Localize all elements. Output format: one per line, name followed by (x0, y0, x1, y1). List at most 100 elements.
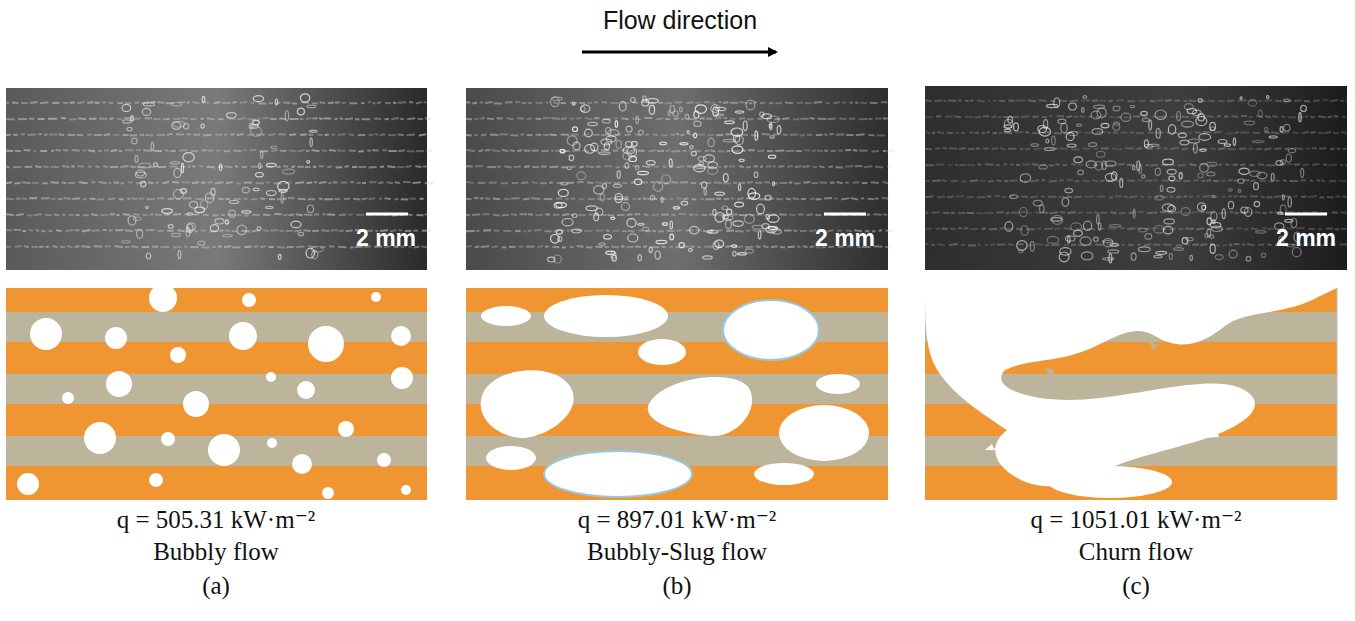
fin-stripe (61, 117, 66, 119)
fin-stripe (1274, 196, 1281, 197)
fin-stripe (804, 149, 810, 152)
fin-stripe (810, 246, 815, 247)
fin-stripe (1025, 148, 1030, 151)
fin-stripe (1330, 100, 1338, 101)
bubble-trace (146, 253, 150, 259)
bubble-trace (1218, 140, 1227, 144)
fin-stripe (115, 245, 123, 248)
fin-stripe (756, 245, 760, 248)
fin-stripe (541, 165, 547, 167)
fin-stripe (812, 166, 817, 168)
fin-stripe (978, 243, 981, 245)
fin-stripe (1343, 147, 1346, 150)
fin-stripe (271, 149, 277, 152)
fin-stripe (352, 166, 357, 168)
fin-stripe (1333, 132, 1339, 135)
fin-stripe (487, 117, 494, 120)
fin-stripe (103, 166, 108, 167)
fin-stripe (51, 150, 54, 153)
bubble-trace (732, 146, 743, 153)
fin-stripe (704, 101, 710, 103)
fin-stripe (1261, 196, 1265, 198)
bubble-trace (572, 214, 576, 218)
fin-stripe (803, 245, 808, 248)
bubble-trace (1228, 189, 1232, 192)
fin-stripe (806, 213, 812, 216)
fin-stripe (969, 131, 974, 133)
bubble-trace (636, 116, 639, 123)
fin-stripe (1127, 227, 1135, 230)
fin-stripe (1271, 132, 1279, 133)
bubble-trace (594, 213, 599, 221)
fin-stripe (691, 182, 696, 184)
fin-stripe (544, 230, 551, 232)
fin-stripe (49, 133, 57, 135)
fin-stripe (1113, 131, 1118, 134)
fin-stripe (466, 181, 474, 184)
fin-stripe (335, 101, 340, 104)
fin-stripe (466, 230, 475, 232)
fin-stripe (931, 211, 940, 214)
bubble-trace (725, 121, 735, 124)
fin-stripe (213, 214, 219, 216)
bubble-trace (1199, 134, 1211, 141)
fin-stripe (671, 181, 679, 183)
bubble-trace (768, 155, 775, 158)
fin-stripe (1138, 243, 1141, 245)
fin-stripe (680, 181, 688, 183)
fin-stripe (1064, 244, 1069, 246)
fin-stripe (1340, 211, 1347, 214)
fin-stripe (1099, 100, 1106, 102)
fin-stripe (145, 117, 152, 119)
bubble-trace (1215, 255, 1223, 260)
fin-stripe (321, 229, 329, 232)
fin-stripe (696, 134, 705, 136)
fin-stripe (1044, 228, 1053, 230)
bubble-trace (173, 190, 183, 199)
fin-stripe (113, 133, 119, 136)
fin-stripe (760, 101, 765, 104)
fin-stripe (313, 117, 318, 119)
fin-stripe (746, 166, 750, 169)
fin-stripe (887, 150, 895, 153)
fin-stripe (418, 118, 423, 120)
fin-stripe (612, 229, 619, 232)
fin-stripe (925, 164, 934, 166)
bubble-trace (256, 173, 264, 177)
fin-stripe (277, 246, 285, 249)
fin-stripe (550, 134, 557, 137)
fin-stripe (263, 117, 269, 119)
fin-stripe (203, 213, 209, 216)
bubble-trace (767, 116, 779, 122)
fin-stripe (329, 245, 334, 248)
fin-stripe (997, 180, 1002, 181)
fin-stripe (145, 134, 153, 136)
fin-stripe (1074, 116, 1079, 118)
fin-stripe (1240, 163, 1245, 166)
fin-stripe (879, 229, 882, 231)
bubble-trace (1099, 223, 1101, 230)
fin-stripe (208, 181, 213, 183)
fin-stripe (493, 214, 500, 217)
fin-stripe (1095, 243, 1104, 245)
fin-stripe (42, 182, 47, 184)
fin-stripe (726, 230, 734, 233)
fin-stripe (87, 134, 92, 135)
fin-stripe (32, 182, 38, 184)
fin-stripe (13, 134, 18, 136)
bubble-trace (1052, 136, 1056, 145)
fin-stripe (15, 150, 21, 152)
fin-stripe (543, 134, 548, 136)
bubble-trace (681, 201, 688, 205)
bubble-trace (694, 121, 701, 126)
fin-stripe (674, 118, 679, 120)
fin-stripe (237, 118, 246, 119)
fin-stripe (409, 101, 413, 103)
fin-stripe (1066, 179, 1073, 181)
fin-stripe (705, 246, 714, 248)
bubble-trace (122, 241, 130, 243)
fin-stripe (193, 213, 199, 216)
fin-stripe (405, 165, 411, 168)
fin-stripe (236, 182, 241, 184)
fin-stripe (925, 116, 933, 118)
